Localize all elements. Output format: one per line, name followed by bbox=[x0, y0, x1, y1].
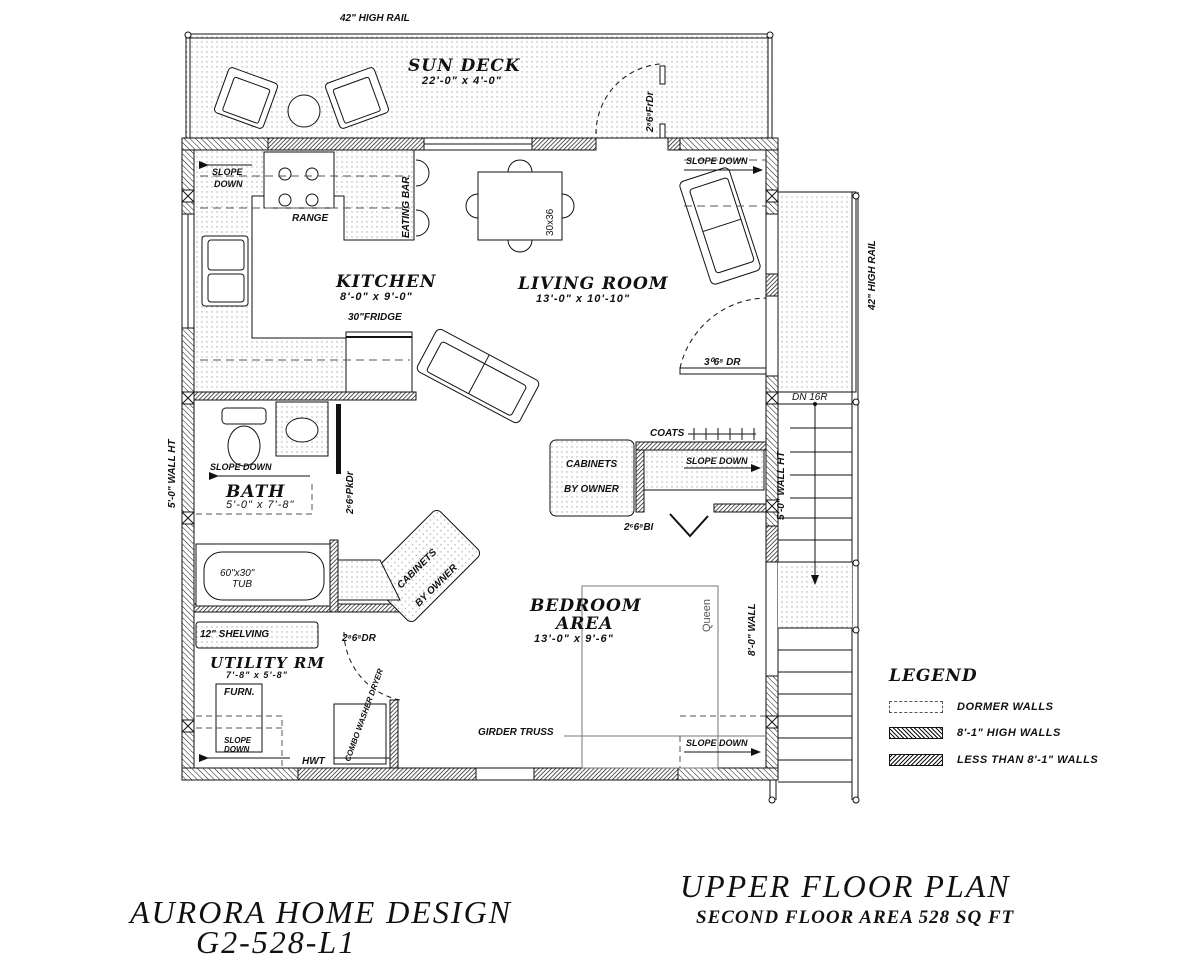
loveseat-icon bbox=[416, 328, 540, 424]
down-label-kitchen: DOWN bbox=[214, 179, 243, 189]
plan-subtitle: SECOND FLOOR AREA 528 SQ FT bbox=[696, 907, 1015, 928]
plan-id: G2-528-L1 bbox=[196, 924, 357, 960]
legend-item-dormer: DORMER WALLS bbox=[889, 701, 1053, 713]
slope-label-closet: SLOPE DOWN bbox=[686, 456, 748, 466]
chair-icon bbox=[213, 67, 279, 129]
bath-door-label: 2⁶6⁸PkDr bbox=[345, 471, 356, 514]
rail-label-top: 42" HIGH RAIL bbox=[340, 13, 410, 24]
slope-label-kitchen: SLOPE bbox=[212, 167, 243, 177]
coats-label: COATS bbox=[650, 428, 685, 439]
room-name-bedroom-line1: BEDROOM bbox=[530, 596, 642, 616]
room-name-bedroom-line2: AREA bbox=[556, 614, 614, 634]
room-dims-bath: 5'-0" x 7'-8" bbox=[226, 499, 295, 511]
furnace-icon bbox=[215, 683, 263, 753]
chair-icon bbox=[324, 67, 390, 129]
slope-label-utility: SLOPE bbox=[224, 736, 252, 745]
toilet-icon bbox=[221, 407, 267, 425]
tub-size-label: 60"x30" bbox=[220, 568, 255, 579]
by-owner-label: BY OWNER bbox=[564, 484, 619, 495]
stairs-label: DN 16R bbox=[792, 392, 828, 403]
walls bbox=[181, 137, 779, 781]
dense-hatch-swatch-icon bbox=[889, 727, 943, 739]
legend-label: LESS THAN 8'-1" WALLS bbox=[957, 754, 1099, 766]
wall-height-right: 5'-0" WALL HT bbox=[776, 451, 787, 520]
entry-door-label: 3⁰6⁸ DR bbox=[704, 357, 741, 368]
room-dims-bedroom: 13'-0" x 9'-6" bbox=[534, 633, 614, 645]
room-name-living-room: LIVING ROOM bbox=[518, 274, 669, 294]
range-label: RANGE bbox=[292, 213, 329, 224]
legend-label: 8'-1" HIGH WALLS bbox=[957, 727, 1061, 739]
down-label-utility: DOWN bbox=[224, 745, 250, 754]
slope-label-living: SLOPE DOWN bbox=[686, 156, 748, 166]
table-size-label: 30x36 bbox=[545, 208, 556, 236]
eating-bar-label: EATING BAR bbox=[401, 176, 412, 238]
side-table-icon bbox=[287, 94, 321, 128]
washer-dryer-icon bbox=[333, 703, 387, 765]
rail-label-right: 42" HIGH RAIL bbox=[867, 240, 878, 310]
company-name: AURORA HOME DESIGN bbox=[130, 894, 513, 930]
legend-label: DORMER WALLS bbox=[957, 701, 1054, 713]
room-name-bath: BATH bbox=[226, 482, 286, 502]
dashed-swatch-icon bbox=[889, 701, 943, 713]
stairs bbox=[768, 191, 860, 804]
slope-label-bath: SLOPE DOWN bbox=[210, 462, 272, 472]
room-dims-utility: 7'-8" x 5'-8" bbox=[226, 670, 288, 680]
living-furniture bbox=[416, 159, 767, 424]
room-name-sun-deck: SUN DECK bbox=[408, 56, 521, 76]
coat-hooks bbox=[688, 428, 756, 440]
sun-deck bbox=[184, 31, 774, 139]
range-icon bbox=[263, 151, 335, 209]
kitchen-counters bbox=[193, 149, 430, 393]
shelving-label: 12" SHELVING bbox=[200, 629, 270, 640]
legend-title: LEGEND bbox=[889, 666, 978, 686]
plan-title: UPPER FLOOR PLAN bbox=[680, 868, 1011, 904]
utility-door-label: 2⁸6⁸DR bbox=[342, 633, 376, 644]
room-dims-sun-deck: 22'-0" x 4'-0" bbox=[422, 75, 502, 87]
utility-fixtures bbox=[195, 621, 401, 768]
legend-item-low-walls: LESS THAN 8'-1" WALLS bbox=[889, 754, 1098, 766]
room-name-utility: UTILITY RM bbox=[210, 654, 325, 672]
sofa-icon bbox=[679, 167, 761, 285]
slope-label-bedroom: SLOPE DOWN bbox=[686, 738, 748, 748]
wall-height-bedroom: 8'-0" WALL bbox=[747, 603, 758, 656]
fridge-icon bbox=[345, 331, 413, 393]
fridge-label: 30"FRIDGE bbox=[348, 312, 402, 323]
closet-door-label: 2⁶6⁸BI bbox=[624, 522, 654, 533]
girder-truss-label: GIRDER TRUSS bbox=[478, 727, 554, 738]
room-dims-living-room: 13'-0" x 10'-10" bbox=[536, 293, 631, 305]
wall-height-left: 5'-0" WALL HT bbox=[167, 439, 178, 508]
sun-deck-door-label: 2⁸6⁸FrDr bbox=[645, 91, 656, 132]
bedroom bbox=[564, 585, 766, 769]
bath-fixtures bbox=[195, 401, 341, 607]
dining-table-icon bbox=[477, 171, 563, 241]
sparse-hatch-swatch-icon bbox=[889, 754, 943, 766]
queen-bed-icon bbox=[581, 585, 719, 769]
sink-icon bbox=[285, 417, 319, 443]
tub-label: TUB bbox=[232, 579, 252, 590]
cabinets-label: CABINETS bbox=[566, 459, 618, 470]
room-dims-kitchen: 8'-0" x 9'-0" bbox=[340, 291, 413, 303]
room-name-kitchen: KITCHEN bbox=[336, 272, 437, 292]
cabinets bbox=[337, 439, 765, 622]
legend-item-high-walls: 8'-1" HIGH WALLS bbox=[889, 727, 1061, 739]
bed-size-label: Queen bbox=[701, 598, 713, 632]
furnace-label: FURN. bbox=[224, 687, 255, 698]
bathtub-icon bbox=[203, 551, 325, 601]
hwt-label: HWT bbox=[302, 756, 325, 767]
